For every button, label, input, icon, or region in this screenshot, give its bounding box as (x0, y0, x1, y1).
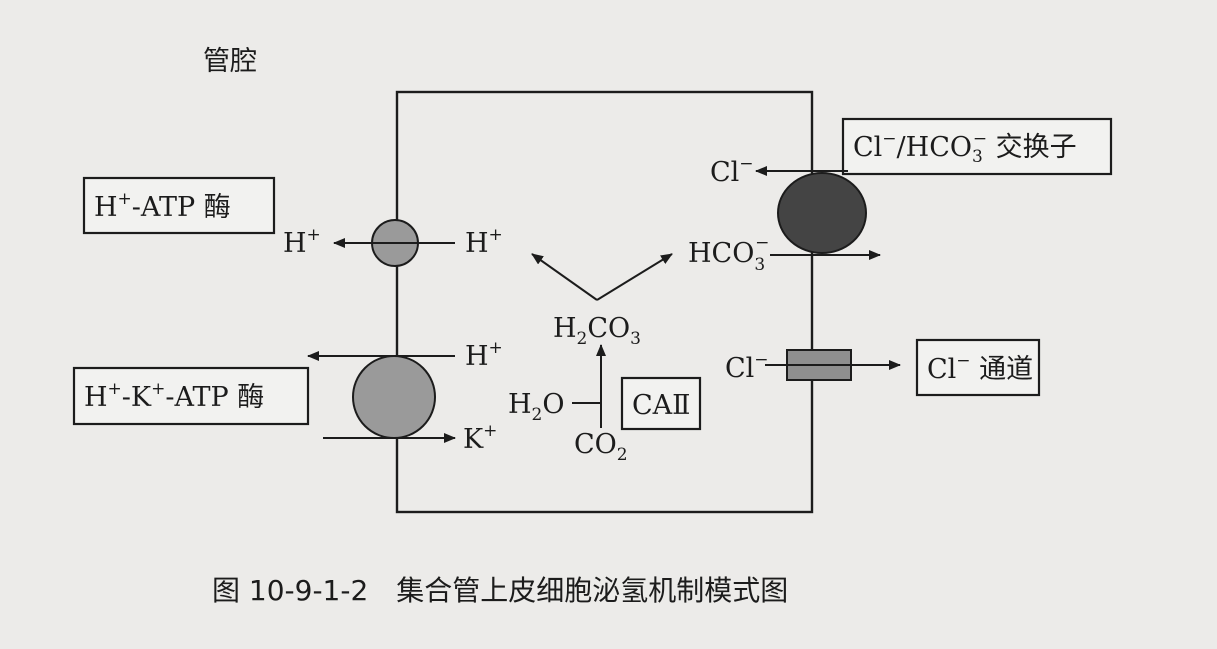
co2-label: CO2 (574, 429, 628, 465)
cell-outline (395, 90, 814, 514)
h-plus-in-2: H+ (465, 338, 503, 372)
h-atpase-box (82, 176, 276, 235)
cl-channel-box (915, 338, 1041, 397)
dissociation-arrow-hco3 (596, 253, 673, 301)
h2o-label: H2O (508, 389, 565, 425)
figure-caption: 图 10-9-1-2 集合管上皮细胞泌氢机制模式图 (212, 574, 788, 607)
hk-atpase-label: H+-K+-ATP 酶 (84, 379, 264, 413)
cl-exchanger-label: Cl− (710, 154, 754, 188)
dissociation-arrow-h (531, 253, 598, 301)
exchanger-transporter (777, 172, 867, 254)
k-plus-label: K+ (463, 421, 497, 455)
cl-channel-label: Cl− 通道 (927, 351, 1033, 385)
h-plus-in-1: H+ (465, 225, 503, 259)
lumen-label: 管腔 (203, 46, 257, 77)
hk-atpase-box (72, 366, 310, 426)
h2co3-label: H2CO3 (553, 313, 641, 349)
ca2-box (620, 376, 702, 431)
ca2-label: CAⅡ (632, 390, 691, 421)
exchanger-label: Cl−/HCO3− 交换子 (853, 129, 1077, 167)
h-atpase-label: H+-ATP 酶 (94, 189, 231, 223)
cl-channel-species: Cl− (725, 350, 769, 384)
hco3-label: HCO3− (688, 233, 769, 275)
hk-atpase-pump (352, 355, 436, 439)
exchanger-box (841, 117, 1113, 176)
h-plus-out-1: H+ (283, 225, 321, 259)
